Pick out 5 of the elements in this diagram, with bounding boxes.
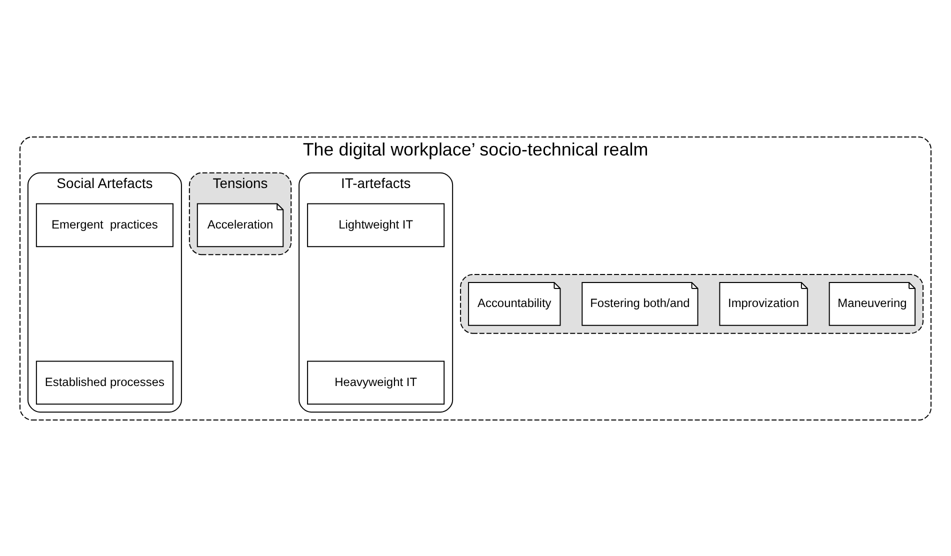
node-box: Heavyweight IT [307,360,445,404]
node-box: Established processes [36,360,174,404]
node-box: Lightweight IT [307,202,445,247]
node-box: Emergent practices [36,202,174,247]
cluster [460,274,924,334]
